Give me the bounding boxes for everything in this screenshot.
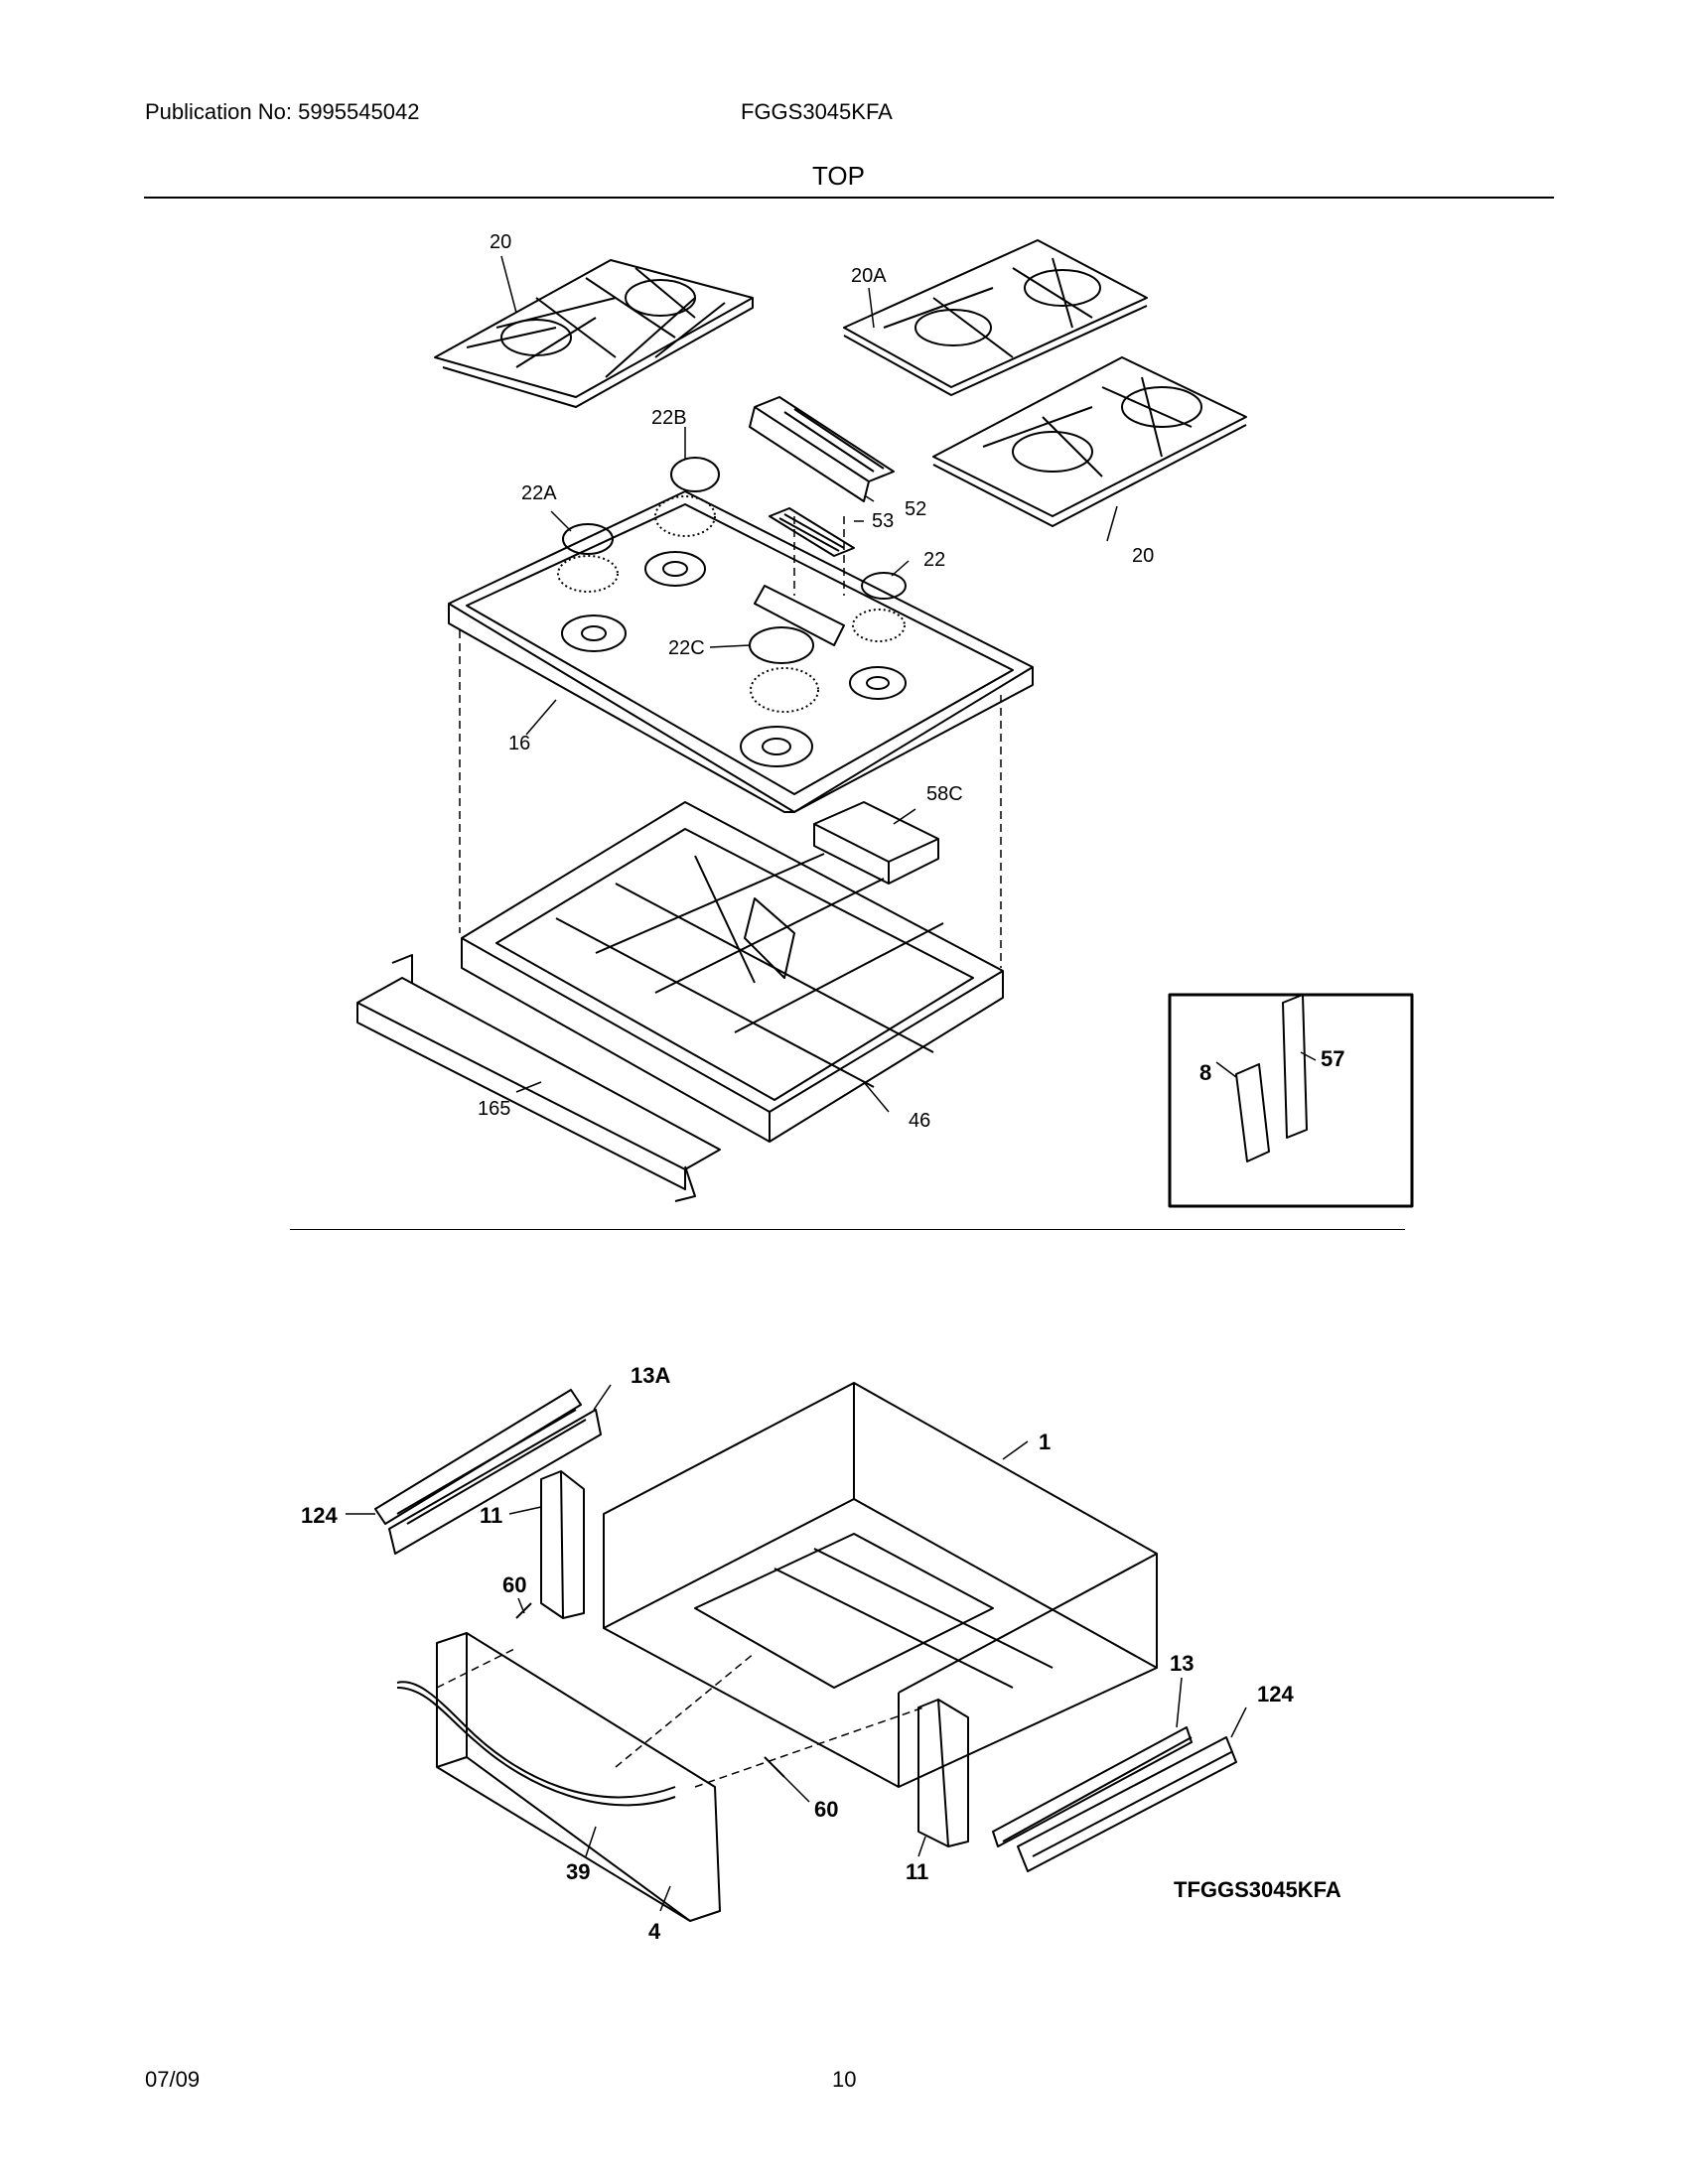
- insulation-block: [813, 801, 939, 885]
- vent-trim: [749, 396, 895, 502]
- slide-assembly-left: [374, 1389, 602, 1555]
- label-4: 4: [648, 1919, 661, 1944]
- label-11-right: 11: [906, 1859, 928, 1884]
- drawer-handle: [396, 1681, 676, 1807]
- grate-left: [434, 259, 754, 408]
- label-8: 8: [1199, 1060, 1211, 1085]
- label-58c: 58C: [926, 783, 963, 805]
- drawer-body: [603, 1382, 1158, 1788]
- header-rule: [144, 197, 1554, 199]
- label-53: 53: [872, 510, 894, 532]
- front-bracket: [356, 954, 721, 1202]
- bracket-right: [917, 1699, 969, 1847]
- grate-right-bottom: [932, 356, 1247, 527]
- label-11-left: 11: [480, 1503, 502, 1528]
- label-1: 1: [1039, 1430, 1051, 1454]
- inset-parts: [1235, 994, 1308, 1162]
- burner-cap-22b: [670, 457, 720, 492]
- model-number: FGGS3045KFA: [741, 99, 893, 124]
- burner-box: [461, 801, 1004, 1143]
- label-46: 46: [909, 1110, 930, 1132]
- screw-right: [764, 1756, 785, 1778]
- part-labels: 20 20A 20 22B 22A 22 22C 52 53 16 58C 46…: [301, 231, 1344, 1944]
- label-13a: 13A: [631, 1363, 670, 1388]
- vent-grille: [769, 507, 855, 557]
- label-60-left: 60: [502, 1572, 526, 1597]
- bracket-left: [540, 1470, 585, 1619]
- burner-heads: [557, 495, 906, 713]
- drawer-alignment-lines: [436, 1647, 924, 1788]
- label-13: 13: [1170, 1651, 1194, 1676]
- label-22: 22: [923, 549, 945, 571]
- label-124-left: 124: [301, 1503, 338, 1528]
- slide-assembly-right: [992, 1726, 1237, 1872]
- label-52: 52: [905, 498, 926, 520]
- publication-number: Publication No: 5995545042: [145, 99, 420, 124]
- footer-date: 07/09: [145, 2067, 201, 2092]
- label-20a: 20A: [851, 265, 887, 287]
- section-title: TOP: [812, 161, 865, 191]
- label-22c: 22C: [668, 637, 705, 659]
- label-22b: 22B: [651, 407, 687, 429]
- label-16: 16: [508, 733, 530, 754]
- grate-right-top: [843, 239, 1148, 396]
- burner-cap-22a: [562, 523, 614, 555]
- label-20-right: 20: [1132, 545, 1154, 567]
- page-number: 10: [832, 2067, 857, 2092]
- label-22a: 22A: [521, 482, 557, 504]
- diagram-code: TFGGS3045KFA: [1174, 1877, 1341, 1902]
- cooktop: [448, 490, 1034, 813]
- burner-cap-22: [861, 572, 907, 600]
- label-60-right: 60: [814, 1797, 838, 1822]
- label-124-right: 124: [1257, 1682, 1294, 1706]
- label-39: 39: [566, 1859, 590, 1884]
- label-57: 57: [1321, 1046, 1344, 1071]
- alignment-lines: [459, 516, 1002, 968]
- inset-frame: [1168, 993, 1414, 1208]
- leader-lines: [346, 255, 1317, 1912]
- label-165: 165: [478, 1098, 510, 1120]
- section-divider: [290, 1229, 1405, 1230]
- burner-cap-22c: [749, 626, 814, 664]
- drawer-front-panel: [436, 1632, 721, 1922]
- label-20-left: 20: [490, 231, 511, 253]
